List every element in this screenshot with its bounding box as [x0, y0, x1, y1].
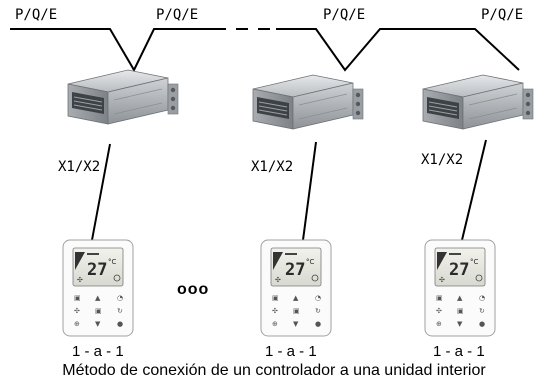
- wire-label: X1/X2: [58, 159, 101, 175]
- caption: Método de conexión de un controlador a u…: [62, 362, 486, 379]
- bus-label: P/Q/E: [15, 7, 58, 23]
- indoor-unit-icon: [422, 74, 534, 130]
- controller-label: 1 - a - 1: [433, 343, 485, 360]
- bus-label: P/Q/E: [156, 7, 199, 23]
- indoor-unit-icon: [252, 74, 364, 130]
- controller-label: 1 - a - 1: [72, 343, 124, 360]
- controller-label: 1 - a - 1: [265, 343, 317, 360]
- wired-controller-icon: [424, 239, 496, 337]
- pqe-bus: [10, 28, 520, 73]
- x1x2-wires: [91, 139, 487, 241]
- bus-label: P/Q/E: [481, 7, 524, 23]
- wired-controller-icon: [260, 239, 332, 337]
- wire-label: X1/X2: [251, 159, 294, 175]
- ellipsis-indicator: ooo: [177, 281, 210, 298]
- wired-controller-icon: [62, 239, 134, 337]
- wire-label: X1/X2: [421, 152, 464, 168]
- bus-label: P/Q/E: [323, 7, 366, 23]
- indoor-unit-icon: [67, 69, 179, 125]
